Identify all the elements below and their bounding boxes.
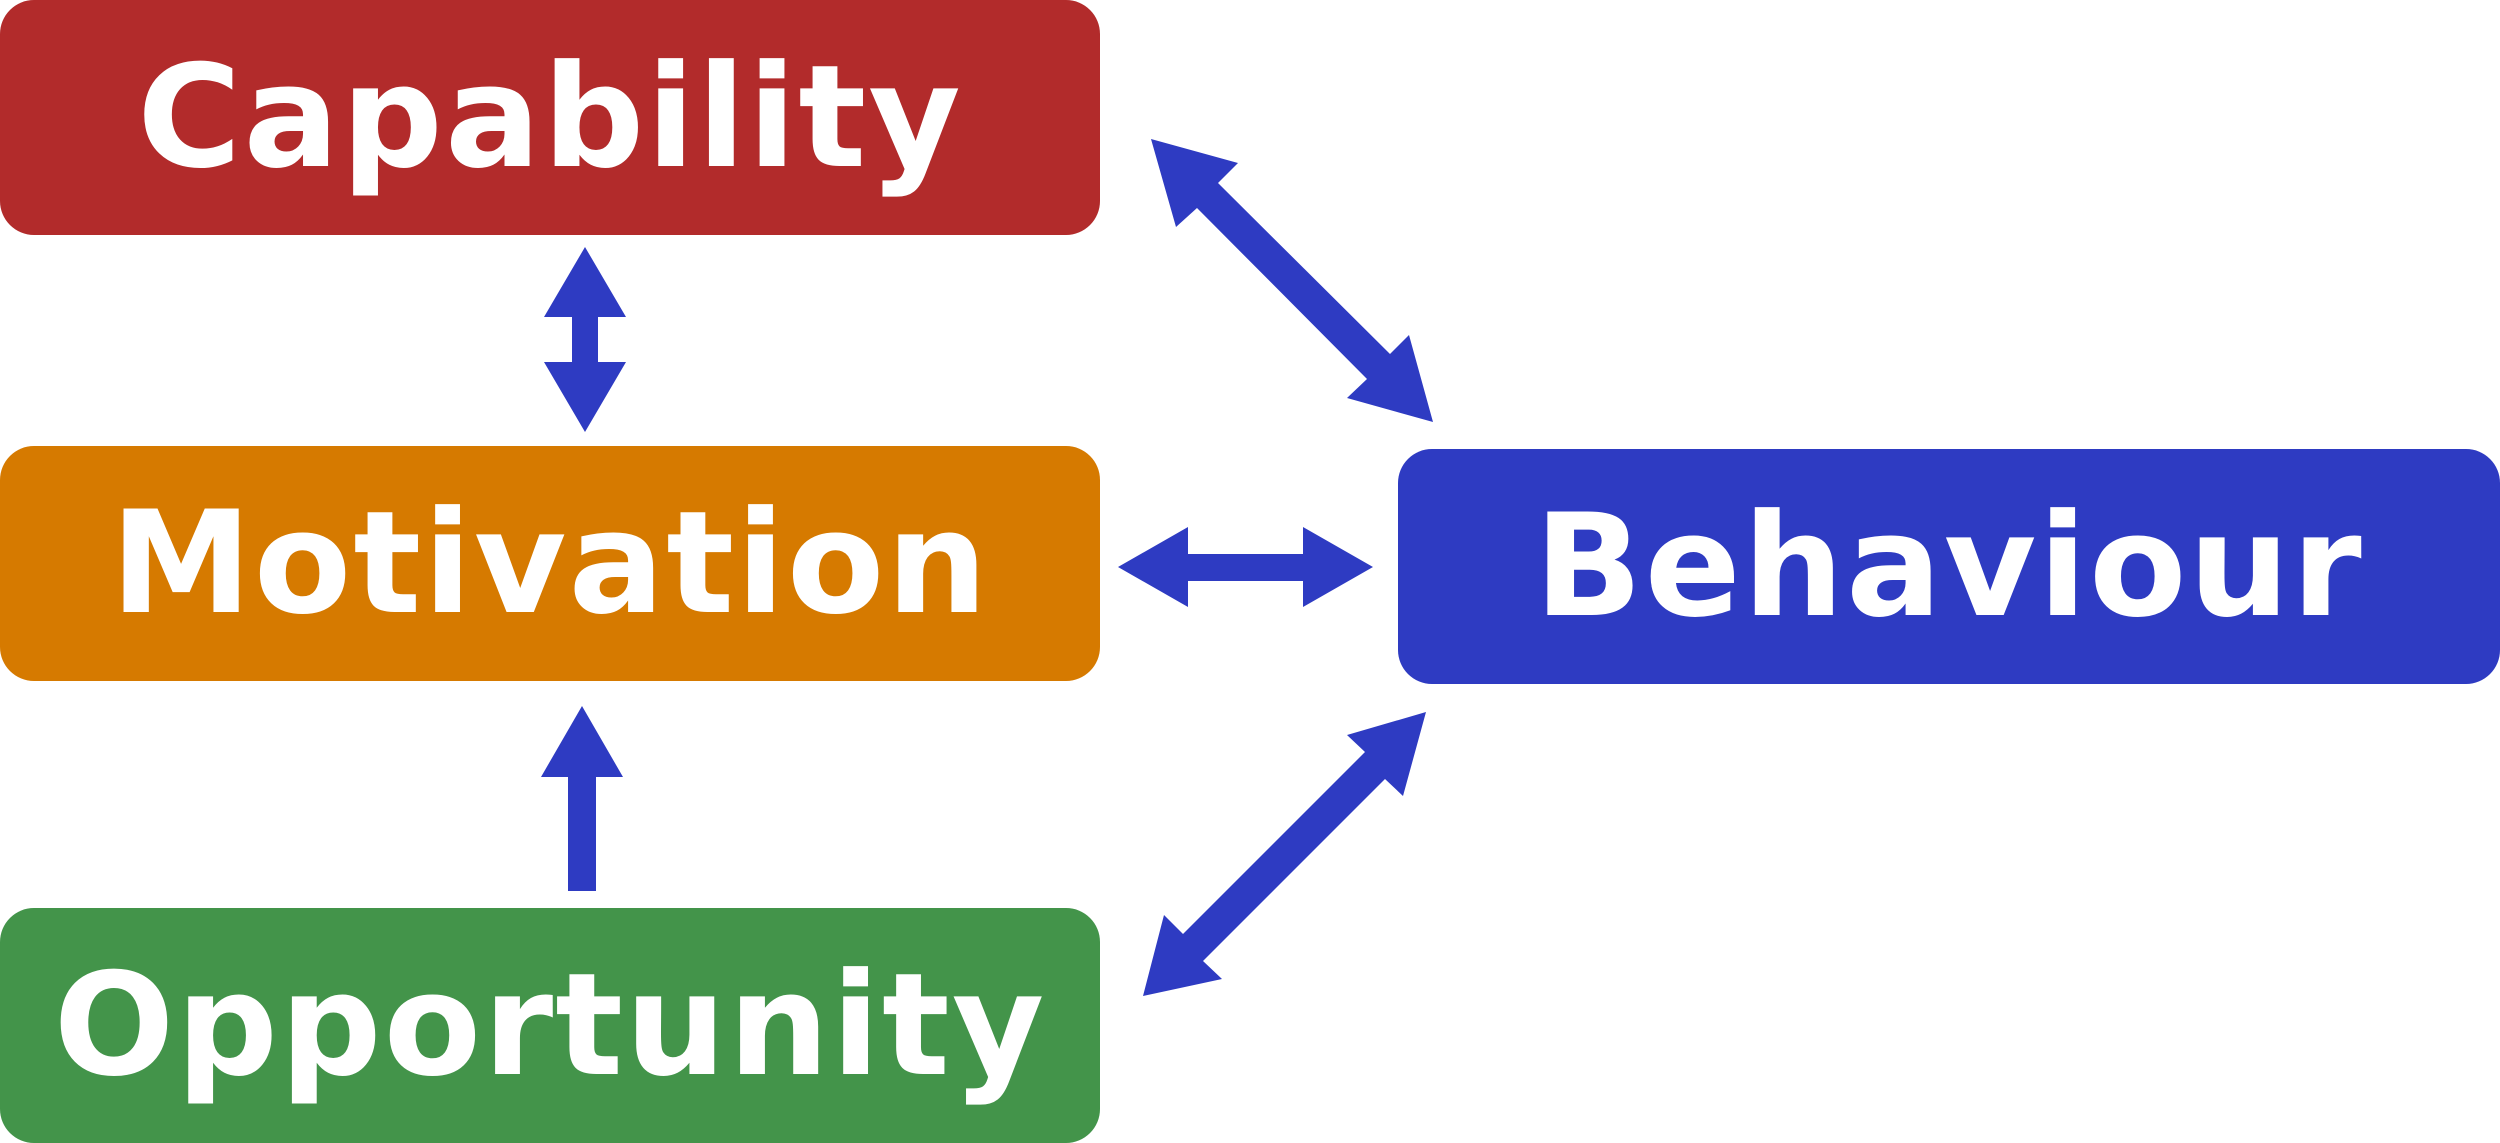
opportunity-box: Opportunity [0, 908, 1100, 1143]
arrow-opportunity-motivation [541, 706, 623, 891]
arrow-opportunity-behaviour [1143, 712, 1426, 996]
motivation-box: Motivation [0, 446, 1100, 681]
capability-label: Capability [137, 35, 963, 200]
opportunity-label: Opportunity [53, 943, 1047, 1108]
capability-box: Capability [0, 0, 1100, 235]
behaviour-label: Behaviour [1534, 484, 2364, 649]
arrow-capability-motivation [544, 247, 626, 432]
motivation-label: Motivation [110, 481, 990, 646]
arrow-capability-behaviour [1151, 139, 1433, 422]
behaviour-box: Behaviour [1398, 449, 2500, 684]
arrow-motivation-behaviour [1118, 527, 1373, 607]
